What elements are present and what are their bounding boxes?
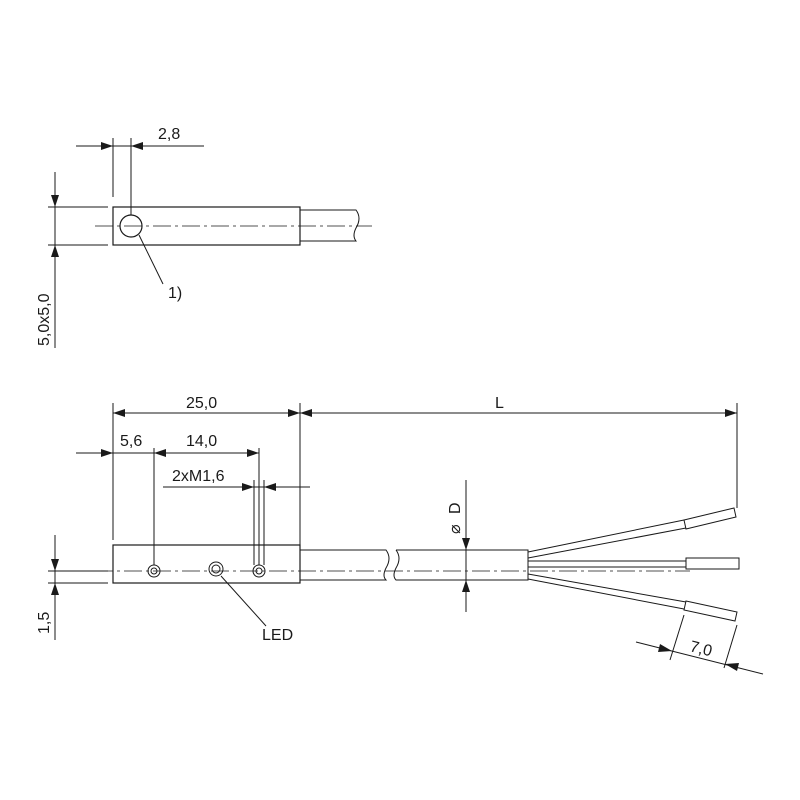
dim-cable-diameter-label: D xyxy=(447,502,464,514)
dim-cable-length-label: L xyxy=(495,395,504,412)
ferrule-middle xyxy=(685,557,740,570)
sensor-body-side xyxy=(112,544,301,584)
callout-label: 1) xyxy=(168,285,182,302)
wire-lower xyxy=(527,573,687,610)
ferrule-upper xyxy=(683,507,737,530)
dim-length-label: 25,0 xyxy=(186,395,217,412)
wire-middle xyxy=(528,560,686,568)
ferrule-lower xyxy=(683,600,738,622)
led-leader xyxy=(220,575,267,627)
diameter-symbol: ⌀ xyxy=(447,524,464,534)
cable-top xyxy=(300,209,360,242)
cable-side xyxy=(300,549,390,581)
side-view: 25,0 L 5,6 14,0 2xM1,6 1,5 xyxy=(36,395,764,675)
dim-height-label: 1,5 xyxy=(36,612,53,634)
top-view: 2,8 5,0x5,0 1) xyxy=(36,126,372,348)
led-label: LED xyxy=(262,627,293,644)
dim-thread-label: 2xM1,6 xyxy=(172,468,225,485)
dim-width-label: 2,8 xyxy=(158,126,180,143)
wire-upper xyxy=(527,519,687,559)
dim-section-label: 5,0x5,0 xyxy=(36,293,53,346)
callout-leader xyxy=(138,234,164,285)
led-indicator xyxy=(208,561,224,577)
dim-line-ferrule xyxy=(635,641,764,675)
dim-ferrule-label: 7,0 xyxy=(688,638,714,660)
dim-spacing-label: 14,0 xyxy=(186,433,217,450)
dim-offset-label: 5,6 xyxy=(120,433,142,450)
